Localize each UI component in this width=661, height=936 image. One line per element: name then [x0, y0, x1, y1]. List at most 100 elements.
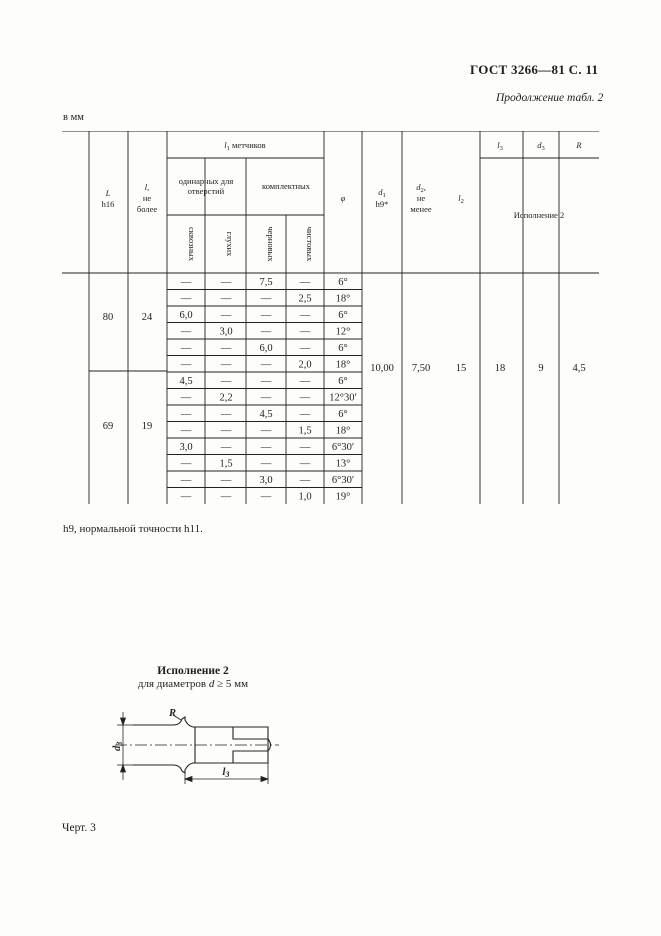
- table-cell: —: [260, 360, 272, 371]
- figure-caption: Черт. 3: [62, 822, 96, 834]
- table-cell: —: [299, 393, 311, 404]
- table-cell: —: [299, 475, 311, 486]
- table-cell: 2,5: [298, 294, 311, 305]
- table-cell: 13°: [336, 459, 351, 470]
- group-1-l: 24: [142, 312, 153, 323]
- table-cell: 4,5: [259, 409, 272, 420]
- header-blind: глухих: [225, 232, 235, 257]
- header-variant-2: Исполнение 2: [514, 210, 564, 220]
- header-L: L: [105, 188, 111, 198]
- table-cell: 4,5: [179, 376, 192, 387]
- table-cell: 6°: [338, 409, 347, 420]
- shared-d3: 9: [538, 363, 543, 374]
- table-group-cells: 80 24 69 19: [103, 312, 153, 432]
- table-cell: 18°: [336, 294, 351, 305]
- table-cell: —: [180, 475, 192, 486]
- table-cell: —: [260, 327, 272, 338]
- table-cell: —: [260, 310, 272, 321]
- table-footnote: h9, нормальной точности h11.: [63, 523, 203, 535]
- label-R: R: [168, 708, 176, 719]
- table-cell: —: [260, 393, 272, 404]
- table-cell: —: [299, 442, 311, 453]
- header-d2-menee: менее: [410, 204, 431, 214]
- table-cell: —: [260, 459, 272, 470]
- figure-subtitle: для диаметров d ≥ 5 мм: [137, 678, 249, 690]
- shank-drawing: d3 l3 R: [112, 708, 279, 784]
- header-finish: чистовых: [305, 227, 315, 262]
- header-d2: d2,: [416, 182, 426, 194]
- table-cell: —: [220, 343, 232, 354]
- shared-l2: 15: [456, 363, 467, 374]
- table-cell: 6°: [338, 277, 347, 288]
- table-cell: —: [260, 492, 272, 503]
- table-cell: 3,0: [179, 442, 192, 453]
- header-single-2: отверстий: [188, 186, 225, 196]
- table-cell: —: [220, 310, 232, 321]
- table-cell: 3,0: [219, 327, 232, 338]
- row-separators: [167, 289, 362, 488]
- header-single-1: одинарных для: [179, 176, 234, 186]
- table-cell: —: [299, 277, 311, 288]
- header-d2-ne: не: [417, 193, 426, 203]
- table-cell: 1,0: [298, 492, 311, 503]
- table-cell: —: [180, 409, 192, 420]
- table-cell: 6°30′: [332, 442, 354, 453]
- dimension-l3: [183, 763, 270, 784]
- table-cell: 12°: [336, 327, 351, 338]
- header-l-bolee: более: [137, 204, 157, 214]
- table-header: L h16 l, не более l1 метчиков одинарных …: [102, 140, 583, 262]
- table-cell: —: [220, 294, 232, 305]
- shared-R: 4,5: [572, 363, 585, 374]
- table-cell: 6°: [338, 343, 347, 354]
- table-cell: —: [260, 376, 272, 387]
- shared-d1: 10,00: [370, 363, 394, 374]
- header-l-ne: не: [143, 193, 152, 203]
- label-d3: d3: [112, 742, 124, 751]
- table-cell: 6,0: [179, 310, 192, 321]
- dimension-d3: [117, 712, 133, 780]
- dimensions-table: L h16 l, не более l1 метчиков одинарных …: [62, 131, 599, 504]
- table-cell: —: [220, 475, 232, 486]
- header-through: сквозных: [187, 227, 197, 262]
- table-cell: —: [220, 277, 232, 288]
- header-l1-taps: l1 метчиков: [224, 140, 265, 152]
- table-cell: —: [299, 327, 311, 338]
- units-label: в мм: [63, 112, 84, 123]
- table-cell: 6,0: [259, 343, 272, 354]
- table-cell: —: [220, 442, 232, 453]
- table-cell: —: [260, 294, 272, 305]
- table-cell: 19°: [336, 492, 351, 503]
- table-cell: —: [180, 343, 192, 354]
- group-2-l: 19: [142, 421, 153, 432]
- header-complete: комплектных: [262, 181, 311, 191]
- table-cell: —: [180, 492, 192, 503]
- shared-d2: 7,50: [412, 363, 430, 374]
- table-shared-cells: 10,00 7,50 15 18 9 4,5: [370, 363, 585, 374]
- table-cell: —: [180, 294, 192, 305]
- figure-title: Исполнение 2: [157, 665, 229, 677]
- table-cell: —: [180, 360, 192, 371]
- table-cell: —: [180, 393, 192, 404]
- header-d1-tolerance: h9*: [376, 199, 389, 209]
- table-continuation-label: Продолжение табл. 2: [496, 92, 604, 104]
- table-cell: 12°30′: [329, 393, 357, 404]
- header-l3: l3: [497, 140, 503, 152]
- table-cell: —: [220, 409, 232, 420]
- table-cell: 6°: [338, 310, 347, 321]
- table-cell: —: [180, 327, 192, 338]
- header-rough: черновых: [266, 226, 276, 262]
- table-grid: [62, 131, 599, 504]
- table-cell: 3,0: [259, 475, 272, 486]
- table-cell: 1,5: [298, 426, 311, 437]
- table-cell: 1,5: [219, 459, 232, 470]
- header-d1: d1: [378, 187, 386, 199]
- table-cell: —: [299, 343, 311, 354]
- table-cell: —: [220, 492, 232, 503]
- table-cell: —: [220, 426, 232, 437]
- group-2-L: 69: [103, 421, 114, 432]
- header-l: l,: [145, 182, 150, 192]
- table-cell: —: [299, 459, 311, 470]
- table-cell: —: [260, 442, 272, 453]
- header-R: R: [575, 140, 582, 150]
- table-cell: —: [299, 409, 311, 420]
